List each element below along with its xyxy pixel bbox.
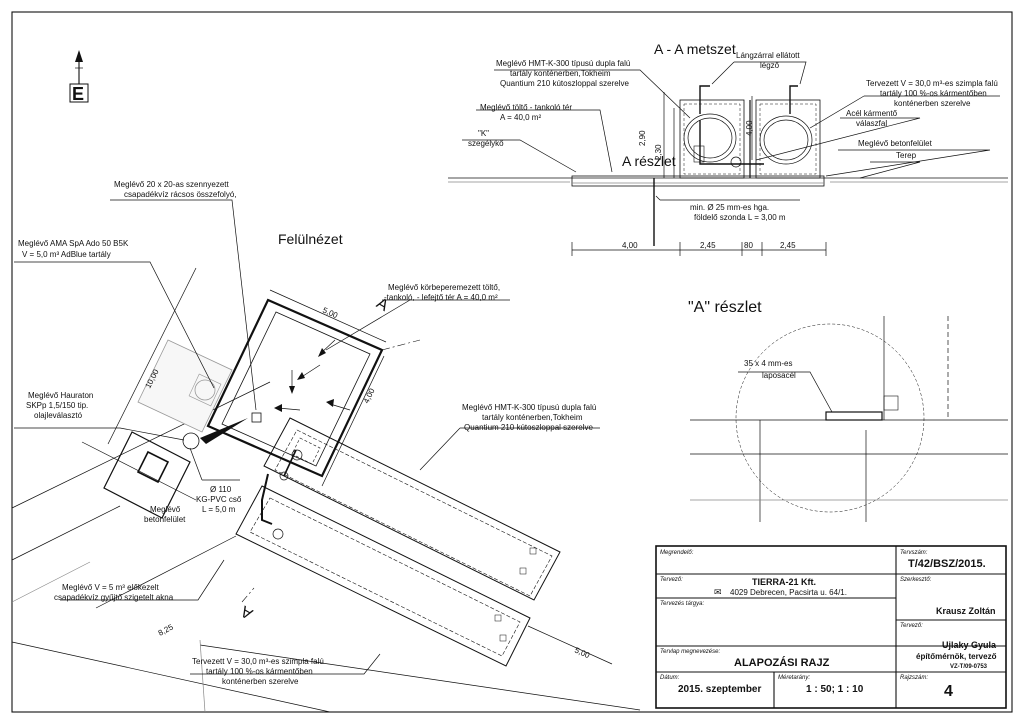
sec-label-vent-1: Lángzárral ellátott	[736, 51, 800, 60]
sec-label-concrete: Meglévő betonfelület	[858, 139, 933, 148]
label-fueling-1: Meglévő körbeperemezett töltő,	[388, 283, 500, 292]
sec-label-vent-2: légző	[760, 61, 780, 70]
detail-label-1: 35 x 4 mm-es	[744, 359, 792, 368]
tb-scale-cap: Méretarány:	[778, 675, 810, 681]
sec-label-terrain: Terep	[896, 151, 917, 160]
section-view: A - A metszet A részlet 2,90 2,30 4,	[448, 41, 1008, 256]
dim-2-30: 2,30	[654, 144, 663, 160]
label-pipe-3: L = 5,0 m	[202, 505, 236, 514]
tb-engineer-cap: Tervező:	[900, 623, 923, 629]
tb-client-cap: Megrendelő:	[660, 550, 694, 556]
label-planned-tank-1: Tervezett V = 30,0 m³-es szimpla falú	[192, 657, 324, 666]
label-existing-tank-2: tartály konténerben,Tokheim	[482, 413, 583, 422]
dim-80: 80	[744, 241, 753, 250]
tb-drawing-cap: Tervlap megnevezése:	[660, 649, 720, 655]
sec-label-probe-2: földelő szonda L = 3,00 m	[694, 213, 786, 222]
plan-view: Felülnézet	[11, 180, 641, 713]
tb-drawing: ALAPOZÁSI RAJZ	[734, 656, 830, 669]
tb-scale: 1 : 50; 1 : 10	[806, 684, 864, 695]
planned-tank-container	[235, 485, 537, 667]
label-separator-3: olajleválasztó	[34, 411, 83, 420]
label-sump-1: Meglévő V = 5 m³ előkezelt	[62, 583, 159, 592]
tb-subject-cap: Tervezés tárgya:	[660, 601, 704, 607]
tb-plan-no: T/42/BSZ/2015.	[908, 558, 986, 570]
detail-label-2: laposacél	[762, 371, 796, 380]
label-concrete-2: betonfelület	[144, 515, 186, 524]
label-grate-1: Meglévő 20 x 20-as szennyezett	[114, 180, 230, 189]
separator-icon	[182, 432, 200, 450]
dim-2-45-b: 2,45	[780, 241, 796, 250]
sec-label-curb-2: szegélykő	[468, 139, 504, 148]
sec-label-steel-2: válaszfal	[856, 119, 887, 128]
label-sump-2: csapadékvíz gyűjtő szigetelt akna	[54, 593, 174, 602]
dim-4-00-vertical: 4,00	[745, 120, 754, 136]
north-arrow-icon: E	[69, 50, 89, 104]
sec-label-planned-2: tartály 100 %-os kármentőben	[880, 89, 987, 98]
sec-label-existing-1: Meglévő HMT-K-300 típusú dupla falú	[496, 59, 630, 68]
dim-5-00-bottom: 5,00	[573, 646, 591, 661]
sec-label-fill-2: A = 40,0 m²	[500, 113, 541, 122]
title-block: Megrendelő: Tervszám: T/42/BSZ/2015. Ter…	[655, 545, 1007, 709]
detail-reference: A részlet	[622, 153, 676, 169]
tb-engineer-title: építőmérnök, tervező	[916, 652, 997, 661]
dim-2-90: 2,90	[638, 130, 647, 146]
sheet-border	[11, 11, 1013, 713]
label-fueling-2: -tankoló, - lefejtő tér A = 40,0 m²	[384, 293, 498, 302]
grate-icon	[251, 412, 262, 423]
sec-label-steel-1: Acél kármentő	[846, 109, 898, 118]
tb-engineer-id: VZ-T/09-0753	[950, 664, 988, 670]
sump-box	[103, 431, 191, 519]
tb-date: 2015. szeptember	[678, 684, 761, 695]
tb-designer: TIERRA-21 Kft.	[752, 577, 816, 587]
dim-4-00-horizontal: 4,00	[622, 241, 638, 250]
flow-arrows	[274, 339, 351, 412]
section-mark-bottom: A	[238, 602, 256, 622]
sec-label-curb-1: "K"	[478, 129, 489, 138]
label-separator-2: SKPp 1,5/150 tip.	[26, 401, 88, 410]
label-planned-tank-2: tartály 100 %-os kármentőben	[206, 667, 313, 676]
detail-view: "A" részlet 35 x 4 mm-es laposacél	[688, 299, 1008, 522]
tb-plan-no-cap: Tervszám:	[900, 550, 928, 556]
adblue-tank	[137, 339, 233, 433]
mail-icon: ✉	[714, 587, 722, 597]
sec-label-fill-1: Meglévő töltő - tankoló tér	[480, 103, 572, 112]
sec-label-planned-3: konténerben szerelve	[894, 99, 971, 108]
label-adblue-2: V = 5,0 m³ AdBlue tartály	[22, 250, 111, 259]
label-grate-2: csapadékvíz rácsos összefolyó,	[124, 190, 237, 199]
north-symbol: E	[72, 84, 84, 104]
dim-8-25: 8,25	[157, 622, 175, 638]
tb-sheet: 4	[944, 683, 953, 700]
sec-label-planned-1: Tervezett V = 30,0 m³-es szimpla falú	[866, 79, 998, 88]
dim-5-00-top: 5,00	[321, 306, 339, 321]
sec-label-existing-3: Quantium 210 kútoszloppal szerelve	[500, 79, 630, 88]
dim-2-45-a: 2,45	[700, 241, 716, 250]
fueling-area	[206, 298, 384, 478]
section-title: A - A metszet	[654, 41, 736, 57]
label-pipe-1: Ø 110	[210, 485, 232, 494]
label-adblue-1: Meglévő AMA SpA Ado 50 B5K	[18, 239, 129, 248]
tb-address: 4029 Debrecen, Pacsirta u. 64/1.	[730, 588, 847, 597]
label-planned-tank-3: konténerben szerelve	[222, 677, 299, 686]
label-concrete-1: Meglévő	[150, 505, 181, 514]
detail-title: "A" részlet	[688, 299, 762, 316]
sec-label-probe-1: min. Ø 25 mm-es hga.	[690, 203, 769, 212]
tb-designer-cap: Tervező:	[660, 577, 683, 583]
tb-engineer: Ujlaky Gyula	[942, 640, 997, 650]
tb-sheet-cap: Rajzszám:	[900, 675, 928, 681]
label-existing-tank-3: Quantium 210 kútoszloppal szerelve	[464, 423, 594, 432]
sec-label-existing-2: tartály konténerben,Tokheim	[510, 69, 611, 78]
tb-editor-cap: Szerkesztő:	[900, 577, 932, 583]
tb-date-cap: Dátum:	[660, 675, 680, 681]
label-existing-tank-1: Meglévő HMT-K-300 típusú dupla falú	[462, 403, 596, 412]
existing-tank-container	[263, 417, 561, 601]
label-separator-1: Meglévő Hauraton	[28, 391, 93, 400]
label-pipe-2: KG-PVC cső	[196, 495, 242, 504]
section-existing-container	[679, 99, 745, 179]
tb-editor: Krausz Zoltán	[936, 606, 996, 616]
plan-title: Felülnézet	[278, 231, 343, 247]
section-planned-container	[755, 99, 821, 179]
